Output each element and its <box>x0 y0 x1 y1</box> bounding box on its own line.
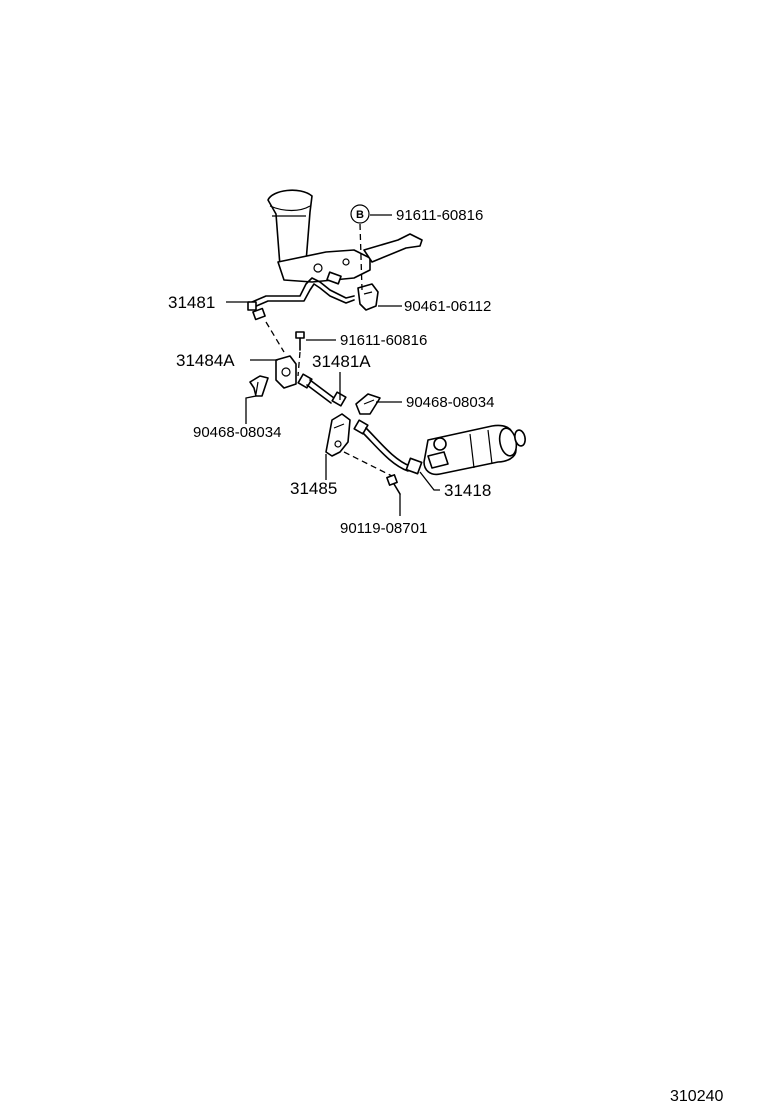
clutch-line-31481 <box>247 271 355 321</box>
clip-90468-08034-left <box>249 375 269 397</box>
leader-31418 <box>419 471 440 491</box>
marker-b: B <box>350 204 370 224</box>
clutch-master-cylinder <box>267 189 423 283</box>
hose-31418 <box>353 419 423 475</box>
callout-91611-60816-mid[interactable]: 91611-60816 <box>340 332 427 349</box>
dashed-guide-bolt <box>297 351 301 377</box>
bracket-31485 <box>325 413 351 457</box>
bolt-91611-60816 <box>295 331 305 351</box>
bracket-31484A <box>275 355 297 389</box>
reference-code: 310240 <box>670 1088 723 1105</box>
callout-90468-08034-left[interactable]: 90468-08034 <box>193 424 281 441</box>
callout-31484A[interactable]: 31484A <box>176 351 235 370</box>
callout-90461-06112[interactable]: 90461-06112 <box>404 298 491 315</box>
callout-31481A[interactable]: 31481A <box>312 352 371 371</box>
dashed-guide-b <box>359 223 363 291</box>
bolt-90119-08701 <box>386 474 401 495</box>
clip-90468-08034-right <box>355 393 381 415</box>
hose-31481A <box>297 373 347 407</box>
clutch-release-cylinder <box>423 424 526 476</box>
dashed-guide-31481 <box>265 321 285 353</box>
leader-90468-08034-left <box>245 395 257 424</box>
callout-91611-60816-top[interactable]: 91611-60816 <box>396 207 483 224</box>
callout-31418[interactable]: 31418 <box>444 481 491 500</box>
callout-31485[interactable]: 31485 <box>290 479 337 498</box>
clip-90461-06112 <box>357 283 379 311</box>
dashed-guide-31485 <box>343 451 393 477</box>
callout-31481[interactable]: 31481 <box>168 293 215 312</box>
callout-90119-08701[interactable]: 90119-08701 <box>340 520 427 537</box>
marker-b-letter: B <box>356 209 364 221</box>
callout-90468-08034-right[interactable]: 90468-08034 <box>406 394 494 411</box>
